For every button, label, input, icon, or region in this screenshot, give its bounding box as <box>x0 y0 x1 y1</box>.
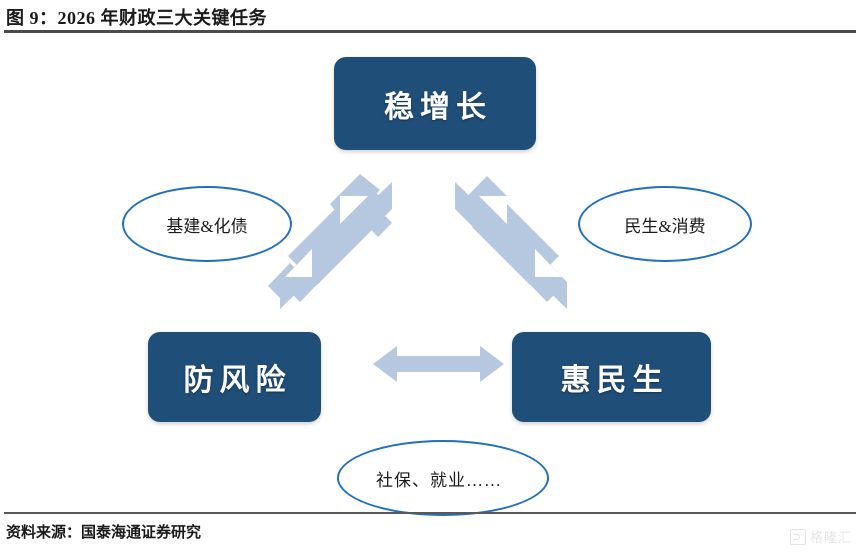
watermark: 格隆汇 <box>789 527 852 546</box>
node-box-welfare[interactable]: 惠民生 <box>512 332 711 422</box>
node-box-growth-label: 稳增长 <box>384 90 492 124</box>
source-note: 资料来源：国泰海通证券研究 <box>6 525 202 541</box>
node-ellipse-consumption[interactable]: 民生&消费 <box>578 186 752 262</box>
node-ellipse-social-security-label: 社保、就业…… <box>376 470 502 490</box>
node-box-welfare-label: 惠民生 <box>560 364 669 397</box>
diagram-canvas: 稳增长 防风险 惠民生 基建&化债 民生&消费 社保、就业…… <box>0 34 860 516</box>
arrow-growth-welfare-icon <box>455 176 567 309</box>
node-ellipse-social-security[interactable]: 社保、就业…… <box>337 440 549 516</box>
node-box-growth[interactable]: 稳增长 <box>334 57 536 150</box>
node-ellipse-consumption-label: 民生&消费 <box>624 216 706 236</box>
node-ellipse-infrastructure[interactable]: 基建&化债 <box>122 186 292 262</box>
node-ellipse-infrastructure-label: 基建&化债 <box>166 216 248 236</box>
page-title: 图 9：2026 年财政三大关键任务 <box>6 8 267 28</box>
arrow-risk-welfare-icon <box>373 346 504 382</box>
node-box-risk-label: 防风险 <box>183 364 292 397</box>
arrow-growth-risk-icon <box>268 174 392 309</box>
watermark-label: 格隆汇 <box>809 530 852 545</box>
footer-divider <box>4 512 856 514</box>
node-box-risk[interactable]: 防风险 <box>148 332 321 422</box>
gelonghui-logo-icon <box>789 528 806 545</box>
title-divider <box>4 30 856 33</box>
